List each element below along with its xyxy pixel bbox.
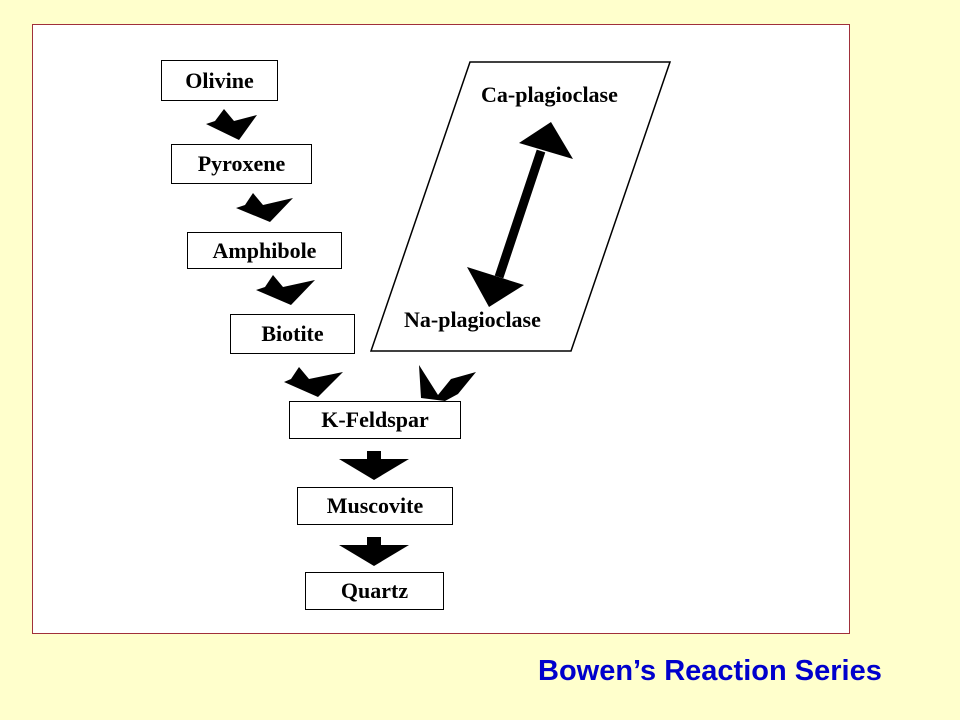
arrow-plagioclase-kfeldspar [419,365,476,401]
na-plagioclase-label: Na-plagioclase [404,307,541,332]
mineral-box-olivine: Olivine [161,60,278,101]
series-title: Bowen’s Reaction Series [538,655,882,687]
arrow-biotite-kfeldspar [284,367,343,397]
mineral-box-k-feldspar: K-Feldspar [289,401,461,439]
plagioclase-parallelogram [369,61,672,352]
mineral-box-muscovite: Muscovite [297,487,453,525]
mineral-box-biotite: Biotite [230,314,355,354]
arrow-amphibole-biotite [256,275,315,305]
plagioclase-double-arrow [467,122,573,307]
arrow-kfeldspar-muscovite [339,451,409,480]
mineral-box-quartz: Quartz [305,572,444,610]
arrow-muscovite-quartz [339,537,409,566]
arrow-olivine-pyroxene [206,109,257,140]
diagram-svg [206,61,672,566]
ca-plagioclase-label: Ca-plagioclase [481,82,618,107]
arrow-pyroxene-amphibole [236,193,293,222]
mineral-box-pyroxene: Pyroxene [171,144,312,184]
diagram-panel: Olivine Pyroxene Amphibole Biotite Ca-pl… [32,24,850,634]
mineral-box-amphibole: Amphibole [187,232,342,269]
